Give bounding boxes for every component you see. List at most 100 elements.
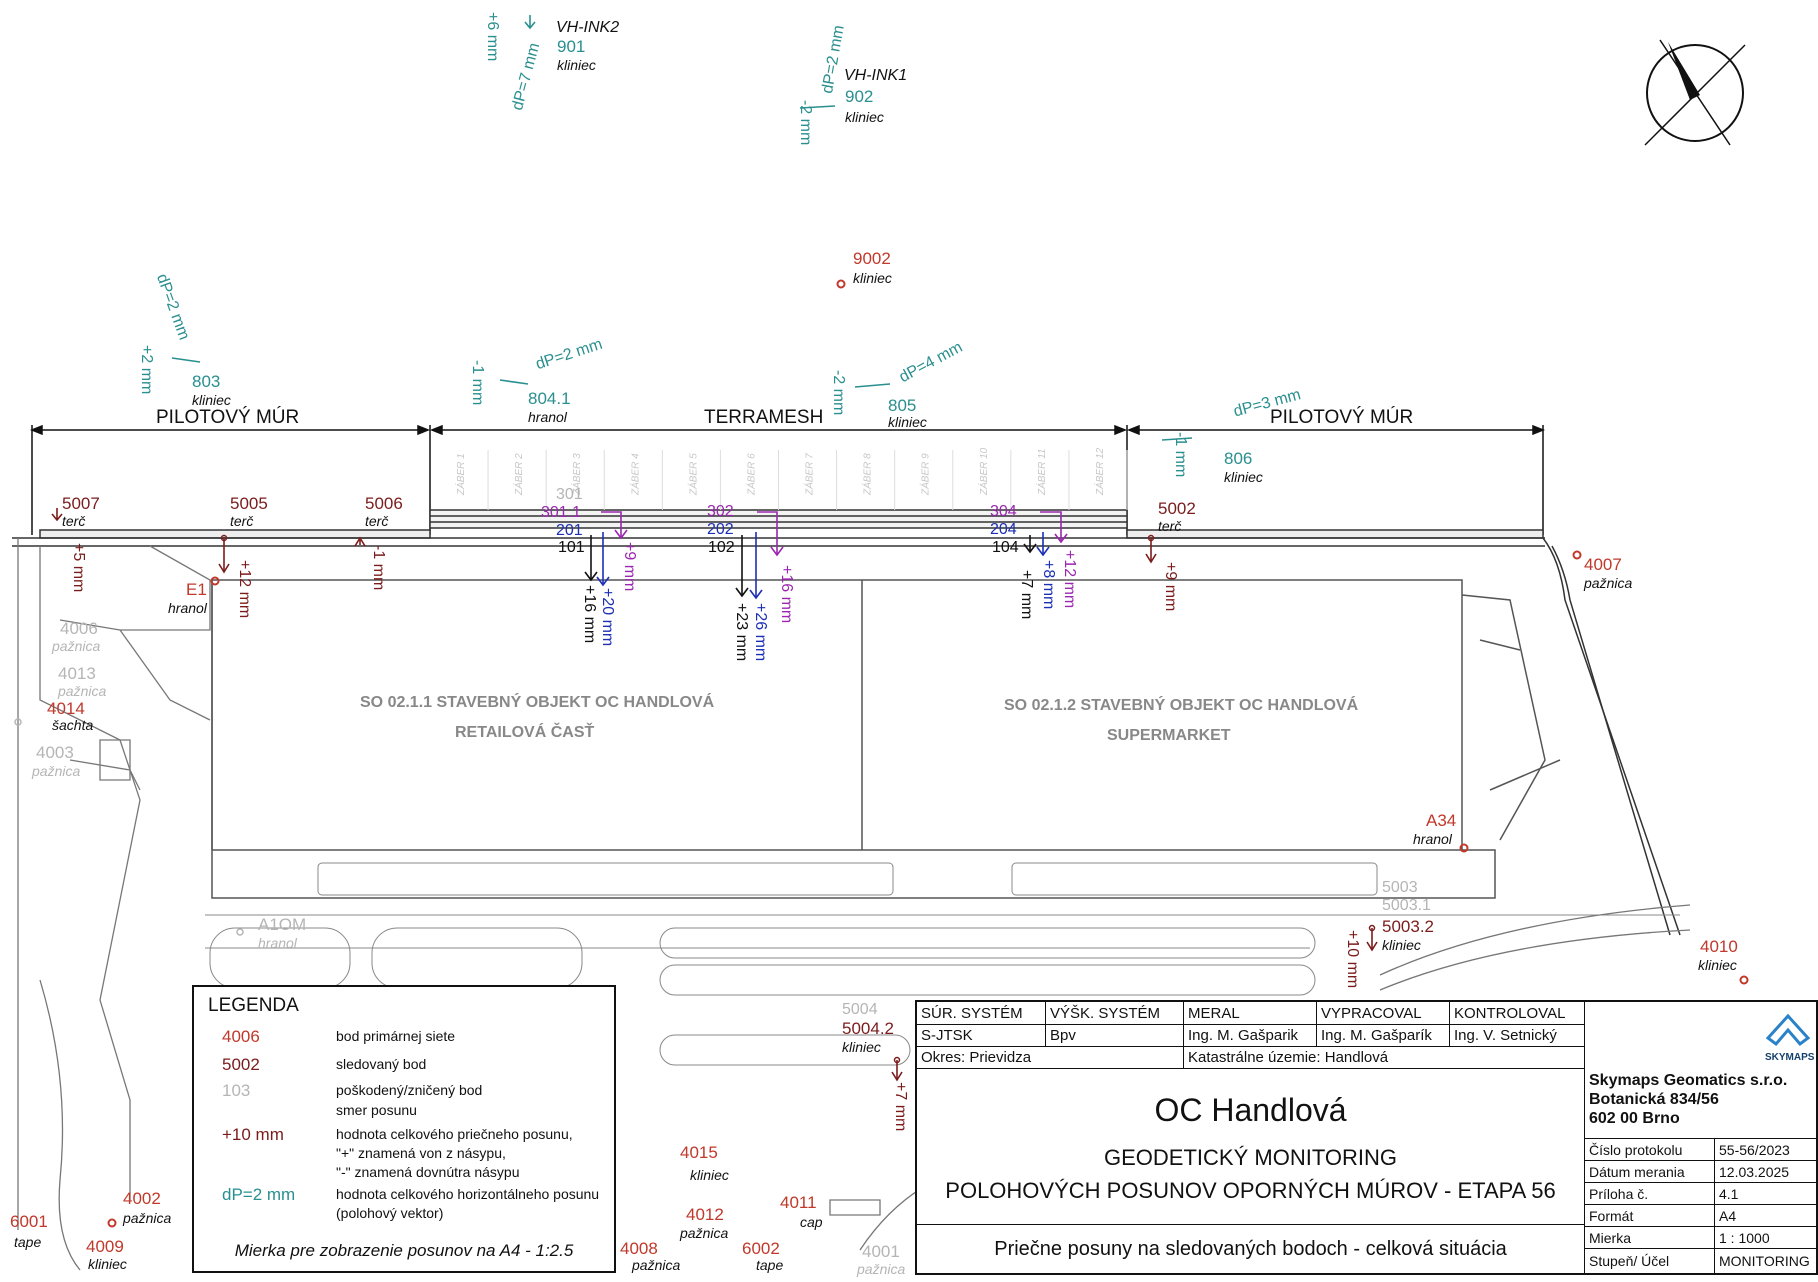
legend-symbol: dP=2 mm — [222, 1185, 296, 1204]
point-markers — [14, 279, 1749, 1228]
meta-value: MONITORING — [1719, 1253, 1810, 1269]
legend-symbol: 5002 — [222, 1055, 260, 1074]
zaber-label: ZÁBER 9 — [919, 453, 932, 496]
section-label-terramesh: TERRAMESH — [704, 407, 824, 428]
damaged-point-number: 301 — [556, 486, 583, 503]
point-number: 5007 — [62, 494, 100, 513]
point-type: pažnica — [632, 1257, 681, 1273]
point-number: 4001 — [862, 1242, 900, 1261]
displacement-value: +6 mm — [484, 12, 501, 62]
point-type: tape — [14, 1234, 42, 1250]
value-vysk-system: Bpv — [1050, 1027, 1076, 1044]
point-number: 301.1 — [541, 504, 582, 521]
point-number: 4015 — [680, 1143, 718, 1162]
displacement-value: +7 mm — [892, 1082, 909, 1132]
point-number: 202 — [707, 521, 734, 538]
legend-symbol: 4006 — [222, 1027, 260, 1046]
displacement-value: +8 mm — [1040, 560, 1057, 610]
meta-value: 4.1 — [1719, 1186, 1739, 1202]
point-number: 6002 — [742, 1239, 780, 1258]
displacement-value: +12 mm — [236, 560, 253, 619]
skymaps-logo-icon — [1765, 1013, 1811, 1047]
point-type: kliniec — [888, 414, 927, 430]
legend-text: "+" znamená von z násypu, — [336, 1145, 506, 1161]
point-number: E1 — [186, 580, 207, 599]
project-subtitle-2: POLOHOVÝCH POSUNOV OPORNÝCH MÚROV - ETAP… — [945, 1178, 1556, 1203]
point-type: terč — [1158, 518, 1182, 534]
meta-key: Príloha č. — [1589, 1186, 1649, 1202]
point-number: 4003 — [36, 743, 74, 762]
displacement-value: -1 mm — [370, 545, 387, 591]
displacement-value: +5 mm — [70, 543, 87, 593]
point-type: pažnica — [1584, 575, 1633, 591]
point-number: 5005 — [230, 494, 268, 513]
zaber-label: ZÁBER 11 — [1035, 449, 1048, 497]
meta-value: 55-56/2023 — [1719, 1142, 1790, 1158]
point-type: pažnica — [58, 683, 107, 699]
legend-text: bod primárnej siete — [336, 1028, 456, 1044]
point-type: pažnica — [857, 1261, 906, 1277]
point-type: hranol — [1413, 831, 1452, 847]
point-type: hranol — [258, 935, 297, 951]
legend-text: hodnota celkového priečneho posunu, — [336, 1126, 573, 1142]
building-left-line2: RETAILOVÁ ČASŤ — [455, 724, 595, 741]
point-number: 901 — [557, 37, 586, 56]
point-type: kliniec — [853, 270, 892, 286]
legend-scale-note: Mierka pre zobrazenie posunov na A4 - 1:… — [234, 1241, 574, 1260]
point-number: 4002 — [123, 1189, 161, 1208]
displacement-arrows — [51, 15, 1378, 1082]
meta-key: Mierka — [1589, 1230, 1632, 1246]
building-right-line1: SO 02.1.2 STAVEBNÝ OBJEKT OC HANDLOVÁ — [1004, 697, 1359, 714]
displacement-value: +23 mm — [733, 603, 750, 662]
point-type: kliniec — [192, 392, 231, 408]
point-type: pažnica — [52, 638, 101, 654]
zaber-label: ZÁBER 3 — [570, 453, 583, 496]
point-number: 4009 — [86, 1237, 124, 1256]
zaber-label: ZÁBER 4 — [628, 453, 641, 496]
zaber-label: ZÁBER 1 — [454, 453, 467, 496]
legend: LEGENDA 4006 bod primárnej siete 5002 sl… — [192, 985, 616, 1273]
zaber-label: ZÁBER 7 — [803, 453, 816, 496]
company-city: 602 00 Brno — [1589, 1110, 1680, 1127]
point-number: 5006 — [365, 494, 403, 513]
point-number: 902 — [845, 87, 874, 106]
company-name: Skymaps Geomatics s.r.o. — [1589, 1072, 1788, 1089]
displacement-value: +10 mm — [1344, 930, 1361, 989]
point-number: 201 — [556, 522, 583, 539]
displacement-value: +7 mm — [1018, 570, 1035, 620]
point-number: 804.1 — [528, 389, 571, 408]
section-label-pilot-right: PILOTOVÝ MÚR — [1270, 407, 1414, 428]
point-type: hranol — [168, 600, 207, 616]
point-type: kliniec — [1224, 469, 1263, 485]
point-number: 302 — [707, 503, 734, 520]
displacement-value: +16 mm — [778, 565, 795, 624]
point-number: 9002 — [853, 249, 891, 268]
point-number: 4010 — [1700, 937, 1738, 956]
meta-value: A4 — [1719, 1208, 1737, 1224]
point-type: terč — [230, 513, 254, 529]
parking-rows — [205, 862, 1680, 1066]
legend-text: sledovaný bod — [336, 1056, 427, 1072]
point-number: 4014 — [47, 699, 85, 718]
section-label-pilot-left: PILOTOVÝ MÚR — [156, 407, 300, 428]
value-sur-system: S-JTSK — [921, 1027, 973, 1044]
point-5003-1-label: 5003.1 — [1382, 897, 1431, 914]
displacement-value: +26 mm — [752, 603, 769, 662]
retaining-wall — [12, 509, 1681, 936]
displacement-value: +16 mm — [581, 585, 598, 644]
legend-text: hodnota celkového horizontálneho posunu — [336, 1186, 600, 1202]
legend-symbol: +10 mm — [222, 1125, 284, 1144]
okres: Okres: Prievidza — [921, 1049, 1032, 1066]
point-number: 4008 — [620, 1239, 658, 1258]
displacement-value: +9 mm — [1162, 562, 1179, 612]
displacement-value: -2 mm — [830, 370, 847, 416]
value-kontroloval: Ing. V. Setnický — [1454, 1027, 1557, 1044]
point-number: A34 — [1426, 811, 1457, 830]
point-number: 4013 — [58, 664, 96, 683]
zaber-label: ZÁBER 2 — [512, 453, 525, 496]
zaber-label: ZÁBER 5 — [686, 453, 699, 496]
point-number: 4007 — [1584, 555, 1622, 574]
legend-symbol: 103 — [222, 1081, 251, 1100]
displacement-value: +2 mm — [138, 345, 155, 395]
building-left-line1: SO 02.1.1 STAVEBNÝ OBJEKT OC HANDLOVÁ — [360, 694, 715, 711]
